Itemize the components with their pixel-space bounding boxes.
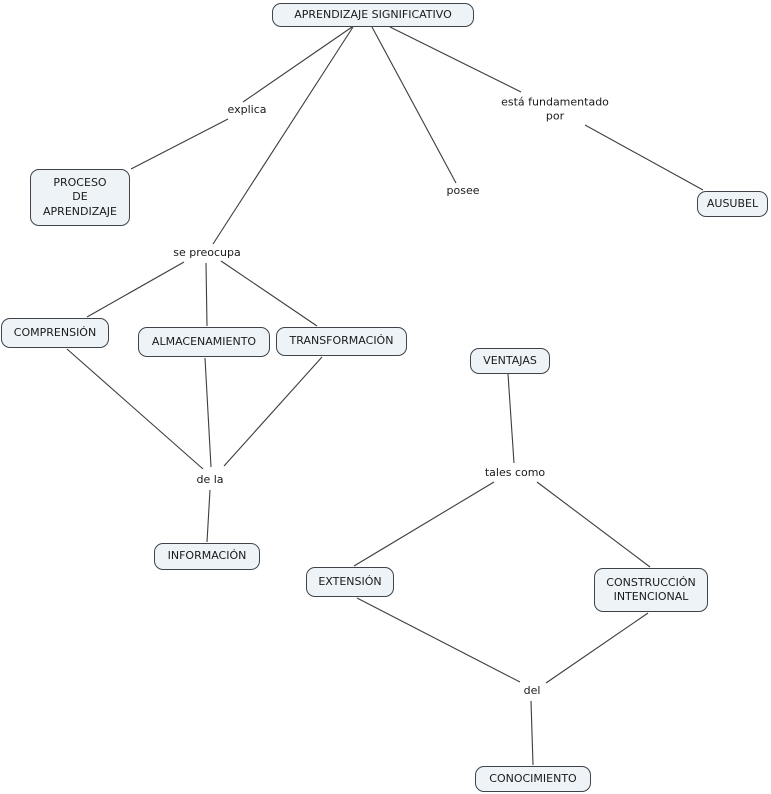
node-aprendizaje-significativo[interactable]: APRENDIZAJE SIGNIFICATIVO [272,3,474,27]
link-label-de-la[interactable]: de la [196,473,224,487]
edge-construccion-to-del [545,612,649,684]
edge-se-preocupa-to-almacenamiento [205,262,208,327]
edge-comprension-to-de-la [66,348,204,470]
edge-ventajas-to-tales-como [507,373,515,464]
link-label-esta-fundamentado-por[interactable]: está fundamentado por [501,95,609,122]
node-conocimiento[interactable]: CONOCIMIENTO [475,766,591,792]
edge-almacenamiento-to-de-la [204,357,212,468]
link-label-tales-como[interactable]: tales como [484,466,546,480]
node-proceso-de-aprendizaje[interactable]: PROCESO DE APRENDIZAJE [30,169,130,226]
link-label-del[interactable]: del [523,684,541,698]
edge-root-to-explica [242,26,353,103]
edge-transformacion-to-de-la [223,356,323,467]
node-almacenamiento[interactable]: ALMACENAMIENTO [138,327,270,357]
edge-fundamentado-to-ausubel [584,124,704,191]
link-label-posee[interactable]: posee [446,184,480,198]
node-ventajas[interactable]: VENTAJAS [470,348,550,374]
edge-root-to-posee [371,26,457,184]
node-transformacion[interactable]: TRANSFORMACIÓN [276,327,407,356]
link-label-se-preocupa[interactable]: se preocupa [173,246,241,260]
edge-del-to-conocimiento [530,700,534,766]
node-construccion-intencional[interactable]: CONSTRUCCIÓN INTENCIONAL [594,568,708,612]
edge-tales-como-to-construccion [536,481,651,568]
edge-root-to-se-preocupa [212,26,354,245]
node-informacion[interactable]: INFORMACIÓN [154,543,260,570]
edge-se-preocupa-to-transformacion [220,260,318,327]
node-comprension[interactable]: COMPRENSIÓN [1,318,109,348]
edge-tales-como-to-extension [353,481,495,567]
node-ausubel[interactable]: AUSUBEL [697,191,768,217]
edge-explica-to-proceso [130,118,229,170]
edge-extension-to-del [356,597,521,683]
edge-root-to-fundamentado [389,26,522,93]
link-label-explica[interactable]: explica [227,103,267,117]
edge-se-preocupa-to-comprension [86,261,185,318]
node-extension[interactable]: EXTENSIÓN [306,567,394,597]
edge-de-la-to-informacion [206,489,211,543]
